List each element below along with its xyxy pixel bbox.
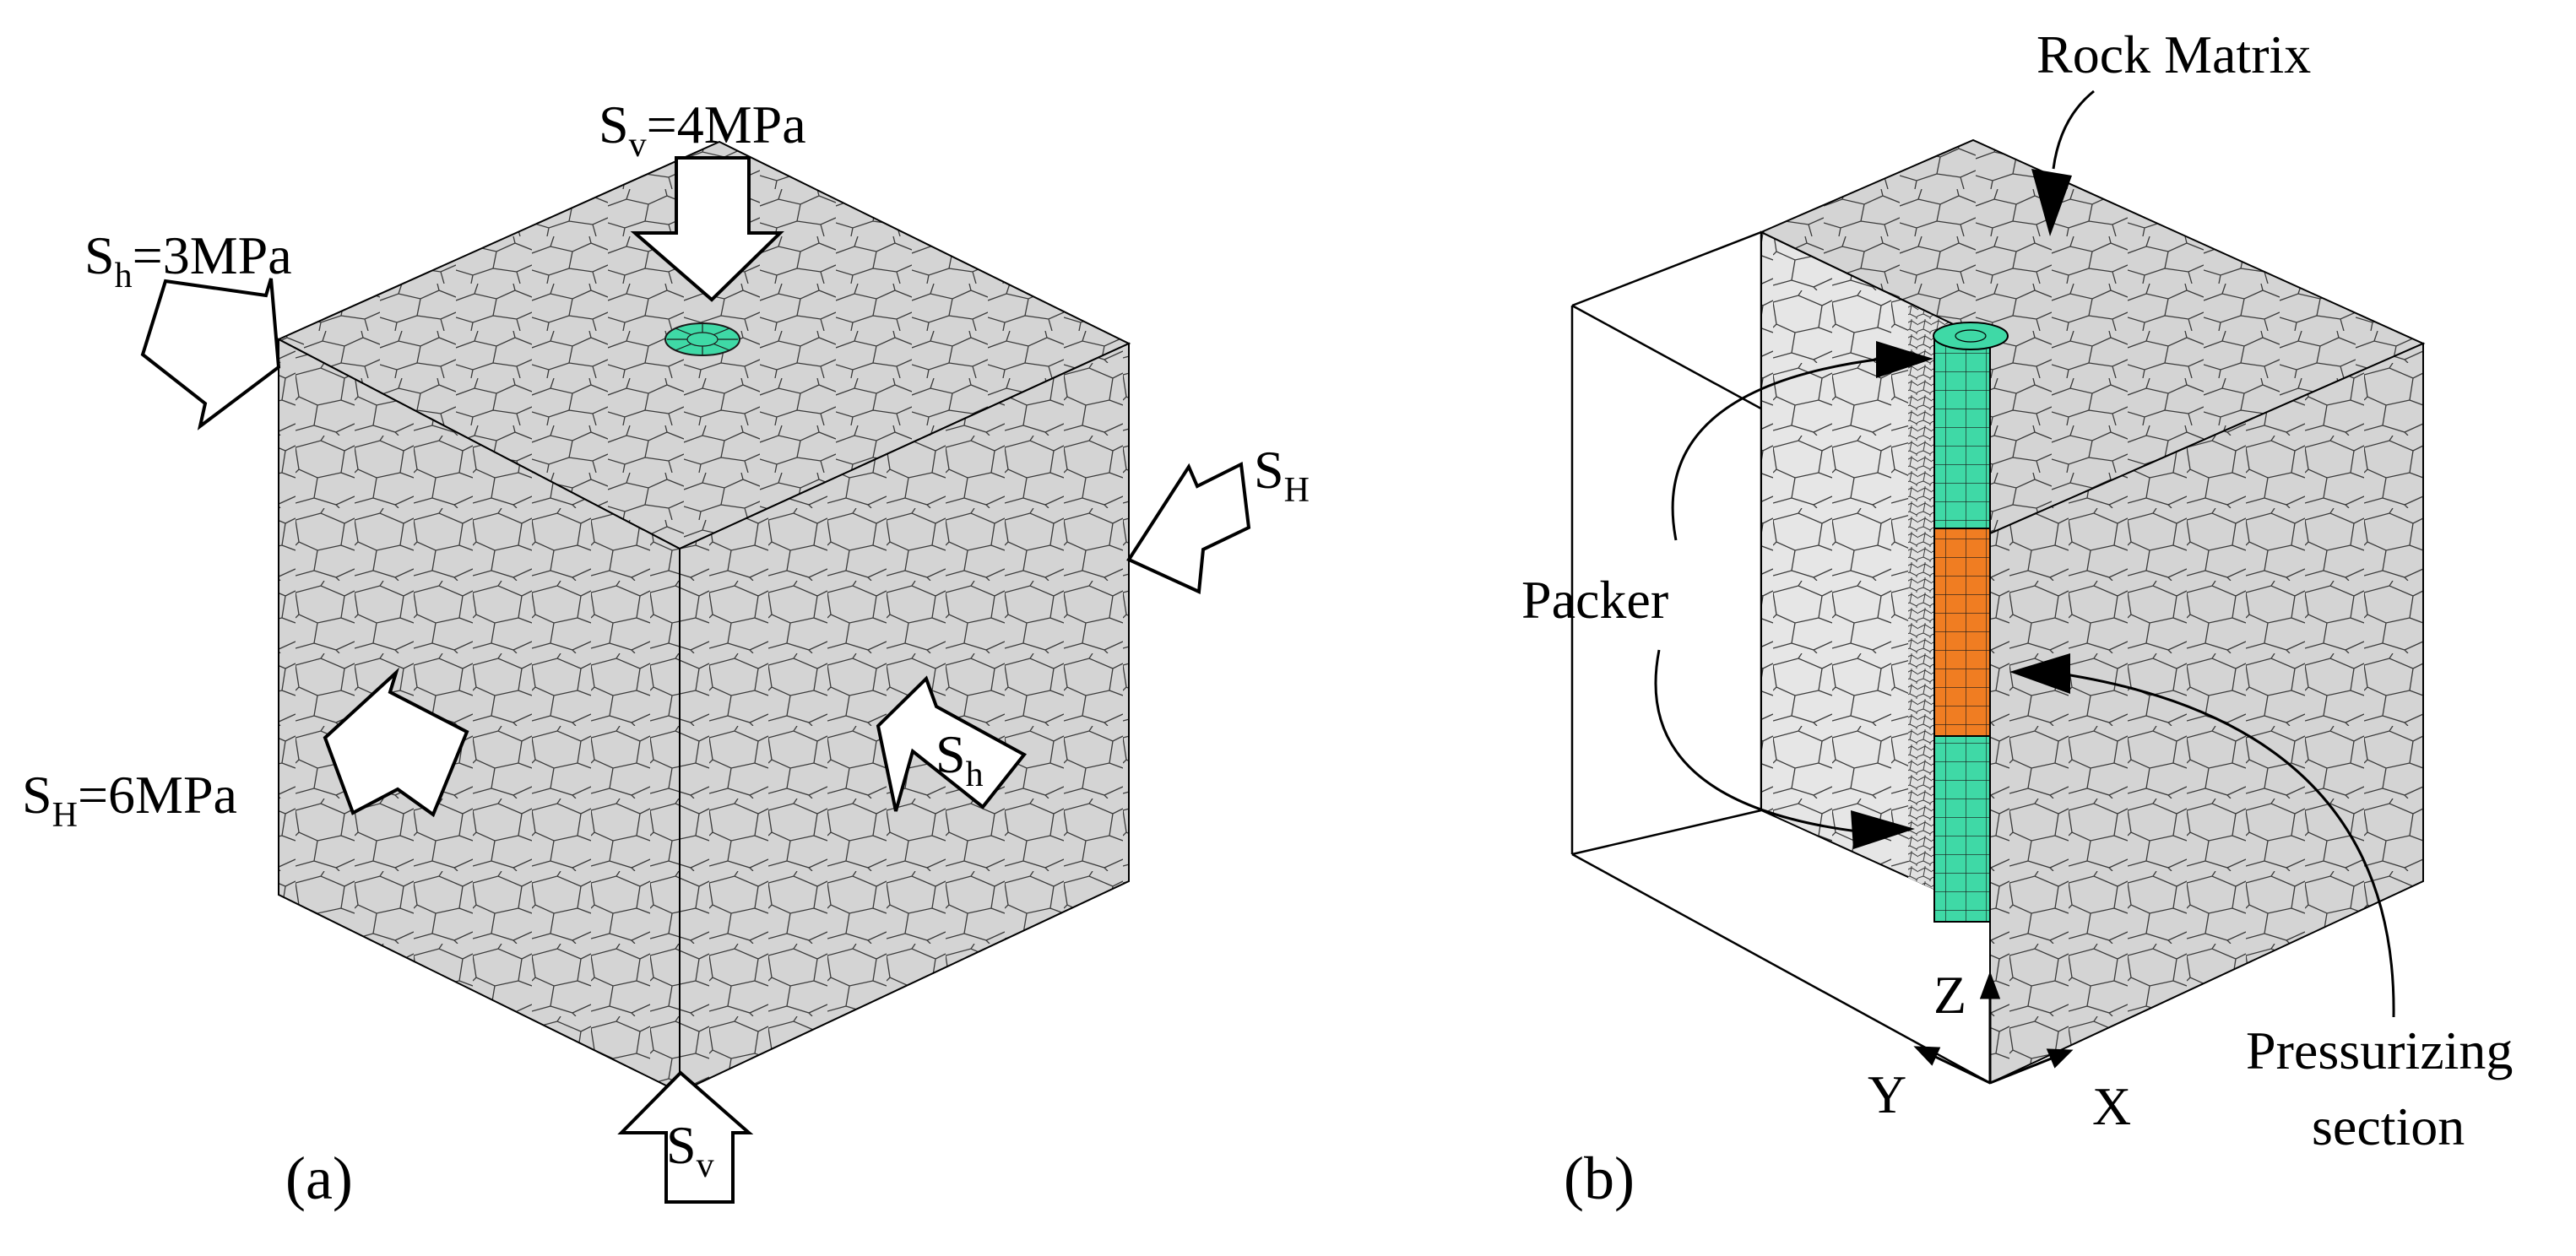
packer-upper-arrowhead [1876, 341, 1933, 378]
sh-face-arrow [323, 667, 469, 818]
packer-lower [1933, 735, 1991, 923]
x-axis [1989, 1056, 2054, 1085]
x-axis-label: X [2092, 1076, 2131, 1136]
coordinate-axes [1913, 971, 2074, 1085]
packer-upper [1933, 335, 1991, 529]
panel-a-caption: (a) [285, 1145, 353, 1212]
sv-bottom-arrow [617, 1070, 754, 1204]
sh-front-label: Sh [935, 724, 984, 794]
pressurizing-arrowhead [2009, 653, 2070, 694]
leader-heads [1851, 169, 2072, 849]
sv-bottom-label: Sv [666, 1115, 714, 1185]
borehole-cap-inner [1955, 329, 1987, 343]
sh-right-arrow [1126, 461, 1251, 594]
panel-b-caption: (b) [1564, 1145, 1635, 1212]
pressurizing-label-line1: Pressurizing [2246, 1020, 2513, 1080]
y-axis-label: Y [1868, 1064, 1906, 1124]
pressurizing-leader [2059, 672, 2395, 1018]
rock-cube [276, 140, 1131, 1094]
panel-a: Sv=4MPa Sh=3MPa SH=6MPa SH Sh Sv (a) [22, 95, 1310, 1212]
sH-right-label: SH [1254, 440, 1310, 510]
packer-upper-leader [1671, 357, 1884, 541]
sv-top-label: Sv=4MPa [599, 95, 806, 165]
borehole-inner [686, 332, 719, 347]
borehole-cylinder [1933, 322, 2009, 923]
packer-label: Packer [1521, 570, 1668, 630]
rock-matrix-arrowhead [2031, 169, 2072, 236]
leaders [1654, 89, 2395, 1018]
pressurizing-label-line2: section [2312, 1096, 2465, 1156]
sh-front-arrow [876, 675, 1028, 812]
rock-matrix-leader [2052, 89, 2095, 170]
panel-b: Rock Matrix Packer Pressurizing section … [1521, 24, 2513, 1212]
x-axis-head [2046, 1048, 2074, 1069]
sh-left-arrow [140, 278, 281, 430]
z-axis-head [1979, 971, 2001, 999]
packer-lower-arrowhead [1851, 810, 1915, 849]
z-axis-label: Z [1933, 965, 1966, 1025]
sh-left-label: Sh=3MPa [84, 225, 292, 295]
sv-top-arrow [630, 156, 784, 302]
y-axis-head [1913, 1046, 1941, 1066]
rock-matrix-label: Rock Matrix [2036, 24, 2311, 84]
pressurizing-section [1933, 528, 1991, 737]
y-axis [1931, 1053, 1991, 1085]
packer-lower-leader [1654, 649, 1858, 833]
sH-left-label: SH=6MPa [22, 765, 237, 835]
